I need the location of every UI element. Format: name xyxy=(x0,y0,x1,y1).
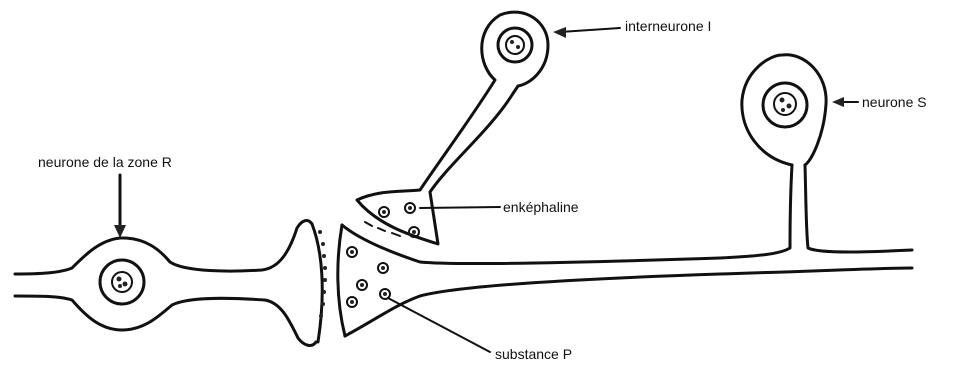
neurone-s-terminal xyxy=(338,165,912,336)
label-substance-p: substance P xyxy=(495,346,572,362)
label-neurone-r: neurone de la zone R xyxy=(38,154,172,170)
label-neurone-s: neurone S xyxy=(862,94,927,110)
interneurone-arrow xyxy=(560,28,620,32)
interneurone-nucleus xyxy=(498,28,532,62)
neurone-r-upper-outline xyxy=(15,221,312,274)
enkephaline-arrow xyxy=(420,207,500,208)
substance-p-vesicles xyxy=(347,247,390,307)
neurone-r-nucleus xyxy=(100,260,144,304)
substance-p-arrow xyxy=(388,298,490,352)
neurone-s-nucleus xyxy=(763,83,807,127)
terminal-lower-outline xyxy=(345,268,912,336)
neurone-s xyxy=(742,55,826,165)
neurone-r-terminal-edge xyxy=(312,224,322,342)
label-enkephaline: enképhaline xyxy=(503,199,579,215)
neurone-r-nucleolus xyxy=(112,272,132,292)
terminal-left-edge xyxy=(338,225,345,336)
neurone-r-lower-outline xyxy=(15,296,316,345)
label-interneurone: interneurone I xyxy=(625,18,711,34)
neurone-r xyxy=(15,221,327,346)
